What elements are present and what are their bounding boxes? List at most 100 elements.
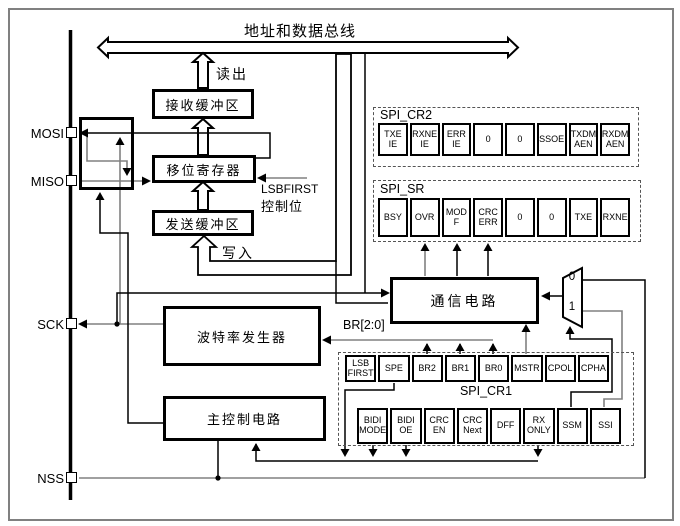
spe-rail-arrowhead — [340, 449, 350, 457]
br2-arrowhead — [422, 343, 432, 351]
miso-arrowhead — [142, 176, 151, 186]
mosi-pin-label: MOSI — [30, 126, 64, 141]
master-control-label: 主控制电路 — [206, 412, 282, 427]
register-bit: TXE IE — [378, 123, 408, 156]
ssi-to-mux1-line — [583, 310, 623, 407]
baud-generator-label: 波特率发生器 — [196, 329, 287, 345]
register-bit: BSY — [378, 198, 408, 237]
tx-buffer-label: 发送缓冲区 — [165, 216, 241, 232]
rx-buffer-label: 接收缓冲区 — [165, 97, 241, 113]
br-bus-label: BR[2:0] — [343, 318, 385, 332]
register-bit: RX ONLY — [523, 408, 555, 444]
spi-cr1-register-name: SPI_CR1 — [459, 384, 513, 398]
register-bit: BIDI OE — [390, 408, 422, 444]
pinlogic-down-arrowhead — [122, 168, 132, 176]
register-bit: MSTR — [511, 355, 543, 382]
register-bit: MOD F — [441, 198, 472, 237]
comm-in-arrowhead — [381, 288, 390, 298]
register-bit: SSOE — [536, 123, 567, 156]
bidioe-rail-arrowhead — [401, 449, 411, 457]
mux-input0-label: 0 — [568, 271, 576, 283]
miso-pin-pad — [66, 175, 77, 186]
spi-sr-register-box — [373, 180, 641, 242]
master-control-block: 主控制电路 — [163, 396, 326, 441]
mosi-arrowhead — [79, 128, 88, 138]
mosi-line — [79, 132, 271, 159]
shift-register-label: 移位寄存器 — [166, 162, 242, 178]
crcerr-arrowhead — [483, 243, 493, 251]
brbus-arrowhead — [322, 335, 331, 345]
register-bit: 0 — [505, 198, 535, 237]
writepath-to-comm-line — [335, 261, 388, 304]
mux-input1-label: 1 — [568, 301, 576, 313]
spi-sr-bits: BSY OVR MOD F CRC ERR 0 0 TXE RXNE — [378, 198, 630, 237]
register-bit: BIDI MODE — [357, 408, 389, 444]
nss-pin-label: NSS — [37, 471, 64, 486]
read-label: 读出 — [216, 66, 248, 82]
pinlogic-internal-path — [86, 136, 128, 173]
spi-cr1-bits-row2: BIDI MODE BIDI OE CRC EN CRC Next DFF RX… — [357, 408, 621, 444]
pinlogic-up-arrowhead — [115, 137, 125, 145]
nss-mux — [562, 266, 583, 329]
sck-pin-pad — [66, 318, 77, 329]
miso-pin-label: MISO — [30, 174, 64, 189]
baud-generator-block: 波特率发生器 — [163, 306, 321, 366]
register-bit: BR0 — [478, 355, 510, 382]
register-bit: ERR IE — [441, 123, 472, 156]
rxonly-rail-arrowhead — [533, 449, 543, 457]
register-bit: TXDM AEN — [568, 123, 599, 156]
register-bit: 0 — [536, 198, 567, 237]
bus-title: 地址和数据总线 — [243, 23, 356, 40]
spi-cr2-register-box — [373, 107, 639, 167]
control-rail-line — [255, 444, 538, 462]
spi-cr1-register-box — [338, 352, 634, 446]
sck-arrowhead — [78, 319, 87, 329]
sck-pin-label: SCK — [37, 317, 64, 332]
figure-border — [8, 8, 674, 521]
register-bit: SPE — [378, 355, 410, 382]
write-flow-channel — [189, 53, 352, 276]
register-bit: BR1 — [444, 355, 476, 382]
mux-select-arrowhead — [565, 326, 575, 334]
pinlogic-in-arrowhead — [95, 192, 105, 200]
nss-pin-pad — [66, 472, 77, 483]
masterctrl-to-pinlogic-line — [99, 194, 163, 424]
lsbfirst-arrowhead — [257, 173, 266, 183]
register-bit: SSM — [556, 408, 588, 444]
bidimode-rail-arrowhead — [368, 449, 378, 457]
pin-logic-box — [79, 117, 134, 190]
register-bit: CRC Next — [456, 408, 488, 444]
register-bit: CRC ERR — [473, 198, 503, 237]
register-bit: RXNE IE — [409, 123, 440, 156]
mux-out-arrowhead — [541, 291, 550, 301]
register-bit: SSI — [589, 408, 621, 444]
spi-sr-register-name: SPI_SR — [380, 182, 425, 196]
rail-to-masterctrl-arrowhead — [251, 443, 261, 451]
spi-cr2-bits: TXE IE RXNE IE ERR IE 0 0 SSOE TXDM AEN … — [378, 123, 630, 156]
register-bit: RXDM AEN — [600, 123, 630, 156]
sck-junction-dot — [114, 321, 120, 327]
register-bit: CPHA — [577, 355, 609, 382]
register-bit: 0 — [505, 123, 535, 156]
shift-to-rxbuffer-arrow — [190, 117, 216, 156]
mosi-pin-pad — [66, 127, 77, 138]
br1-arrowhead — [455, 343, 465, 351]
shift-register-block: 移位寄存器 — [152, 155, 256, 183]
register-bit: CPOL — [544, 355, 576, 382]
register-bit: CRC EN — [423, 408, 455, 444]
comm-circuit-block: 通信电路 — [390, 277, 539, 324]
register-bit: DFF — [490, 408, 522, 444]
rx-buffer-block: 接收缓冲区 — [152, 89, 254, 119]
ovr-arrowhead — [420, 243, 430, 251]
mstr-arrowhead — [521, 324, 531, 332]
spi-cr2-register-name: SPI_CR2 — [380, 108, 433, 122]
txbuffer-to-shift-arrow — [190, 180, 216, 211]
register-bit: 0 — [473, 123, 503, 156]
register-bit: LSB FIRST — [345, 355, 377, 382]
read-flow-arrow — [190, 51, 216, 89]
modf-arrowhead — [452, 243, 462, 251]
sck-to-comm-line — [116, 292, 386, 324]
nss-to-mux0-line — [583, 279, 646, 478]
